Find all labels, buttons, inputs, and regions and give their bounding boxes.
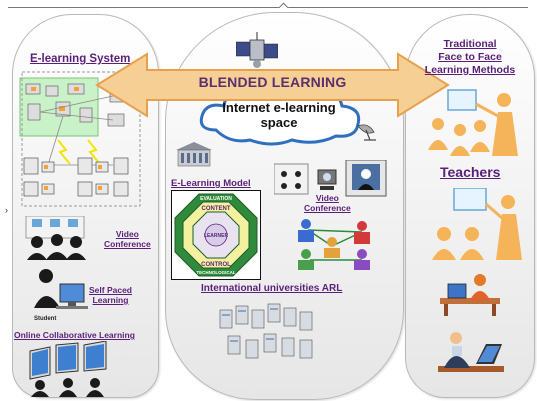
traditional-methods-title: Traditional Face to Face Learning Method…: [420, 38, 520, 77]
cloud-label-line2: space: [260, 115, 298, 130]
middle-video-conference-label: Video Conference: [304, 193, 351, 213]
self-paced-line1: Self Paced: [89, 285, 132, 295]
student-computer-icon: [34, 269, 88, 309]
video-conference-group-icon: [25, 216, 86, 260]
traditional-title-line2: Face to Face: [438, 51, 502, 63]
middle-video-label-line2: Conference: [304, 203, 351, 213]
cloud-label-line1: Internet e-learning: [222, 100, 336, 115]
satellite-icon: [236, 32, 278, 68]
server-cluster-icon: [219, 303, 313, 359]
self-paced-learning-label: Self Paced Learning: [89, 285, 132, 305]
networked-people-icon: [298, 219, 370, 270]
network-diagram: [19, 71, 141, 207]
student-label: Student: [34, 316, 57, 322]
left-video-conference-label: Video Conference: [104, 229, 151, 249]
traditional-title-line3: Learning Methods: [424, 64, 516, 76]
top-notch-marker: [278, 2, 289, 13]
satellite-dish-icon: [357, 124, 376, 141]
international-universities-label: International universities ARL: [201, 283, 343, 294]
octagon-inner-bottom-text: CONTROL: [201, 262, 231, 268]
teacher-desk-icon: [440, 274, 500, 316]
elearning-model-label: E-Learning Model: [171, 178, 251, 189]
university-building-icon: [176, 142, 212, 167]
left-video-label-line2: Conference: [104, 239, 151, 249]
octagon-center-text: LEARNER: [204, 233, 229, 239]
teacher-board-icon-top: [428, 89, 518, 156]
collaborative-monitors-icon: [29, 341, 107, 397]
teachers-label: Teachers: [440, 164, 501, 180]
middle-video-conference-screens-icon: [274, 160, 387, 197]
blended-learning-banner-text: BLENDED LEARNING: [198, 74, 347, 90]
left-video-label-line1: Video: [115, 229, 139, 239]
self-paced-line2: Learning: [92, 295, 129, 305]
left-edge-marker: ›: [5, 205, 8, 215]
octagon-outer-bottom-text: TECHNOLOGICAL: [196, 270, 235, 275]
octagon-outer-top-text: EVALUATION: [200, 196, 232, 202]
blended-learning-arrow: [95, 52, 450, 118]
elearning-model-octagon: EVALUATION TECHNOLOGICAL CONTENT CONTROL…: [171, 190, 261, 280]
octagon-inner-top-text: CONTENT: [202, 206, 231, 212]
teacher-laptop-icon: [438, 332, 504, 372]
traditional-title-line1: Traditional: [443, 38, 497, 50]
teacher-board-icon-bottom: [432, 188, 522, 260]
top-border-line: [8, 7, 528, 8]
online-collaborative-label: Online Collaborative Learning: [14, 330, 135, 340]
elearning-system-title: E-learning System: [30, 53, 131, 65]
middle-video-label-line1: Video: [315, 193, 339, 203]
internet-space-label: Internet e-learning space: [214, 100, 344, 130]
